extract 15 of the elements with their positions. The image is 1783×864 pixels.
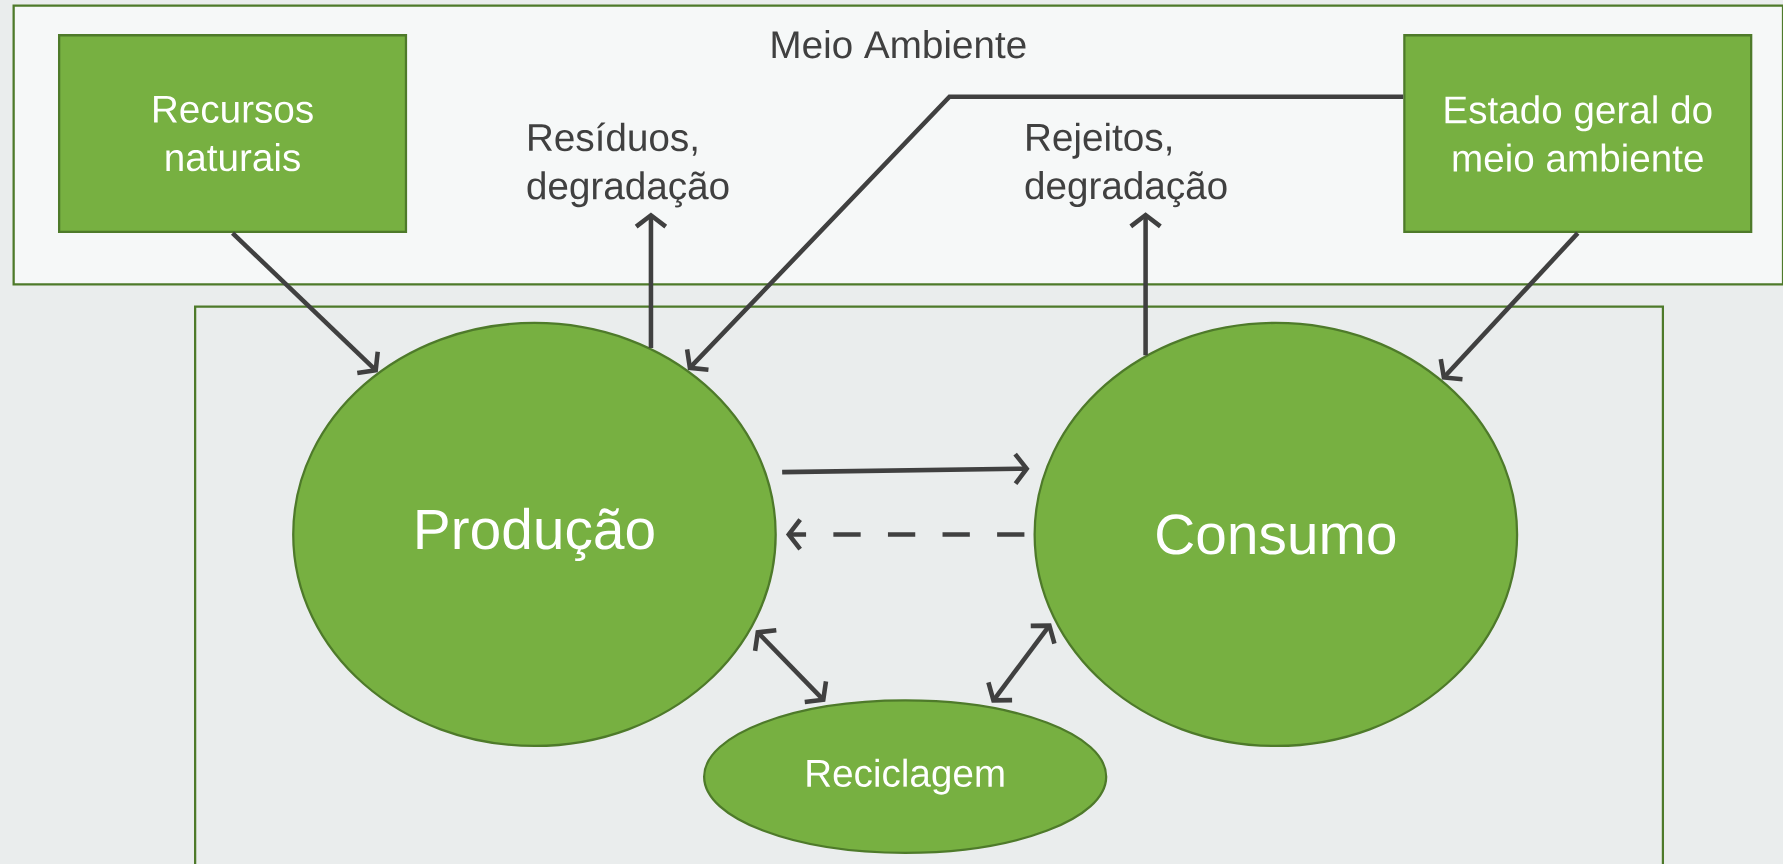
arrow bbox=[1129, 212, 1162, 356]
arrow bbox=[634, 212, 668, 348]
arrow bbox=[785, 518, 1025, 551]
arrow bbox=[782, 452, 1030, 485]
frame-title: Meio Ambiente bbox=[772, 29, 1026, 59]
arrow bbox=[986, 623, 1057, 703]
state-box: Estado geral do meio ambiente bbox=[1403, 34, 1753, 233]
resource-box: Recursos naturais bbox=[58, 34, 408, 233]
arrow bbox=[752, 627, 829, 705]
system-frame bbox=[194, 305, 1665, 864]
output-label: Resíduos, degradação bbox=[527, 122, 729, 208]
arrow bbox=[1438, 231, 1580, 382]
output-label: Rejeitos, degradação bbox=[1025, 122, 1227, 208]
arrow bbox=[684, 94, 1404, 372]
arrow bbox=[230, 231, 380, 376]
